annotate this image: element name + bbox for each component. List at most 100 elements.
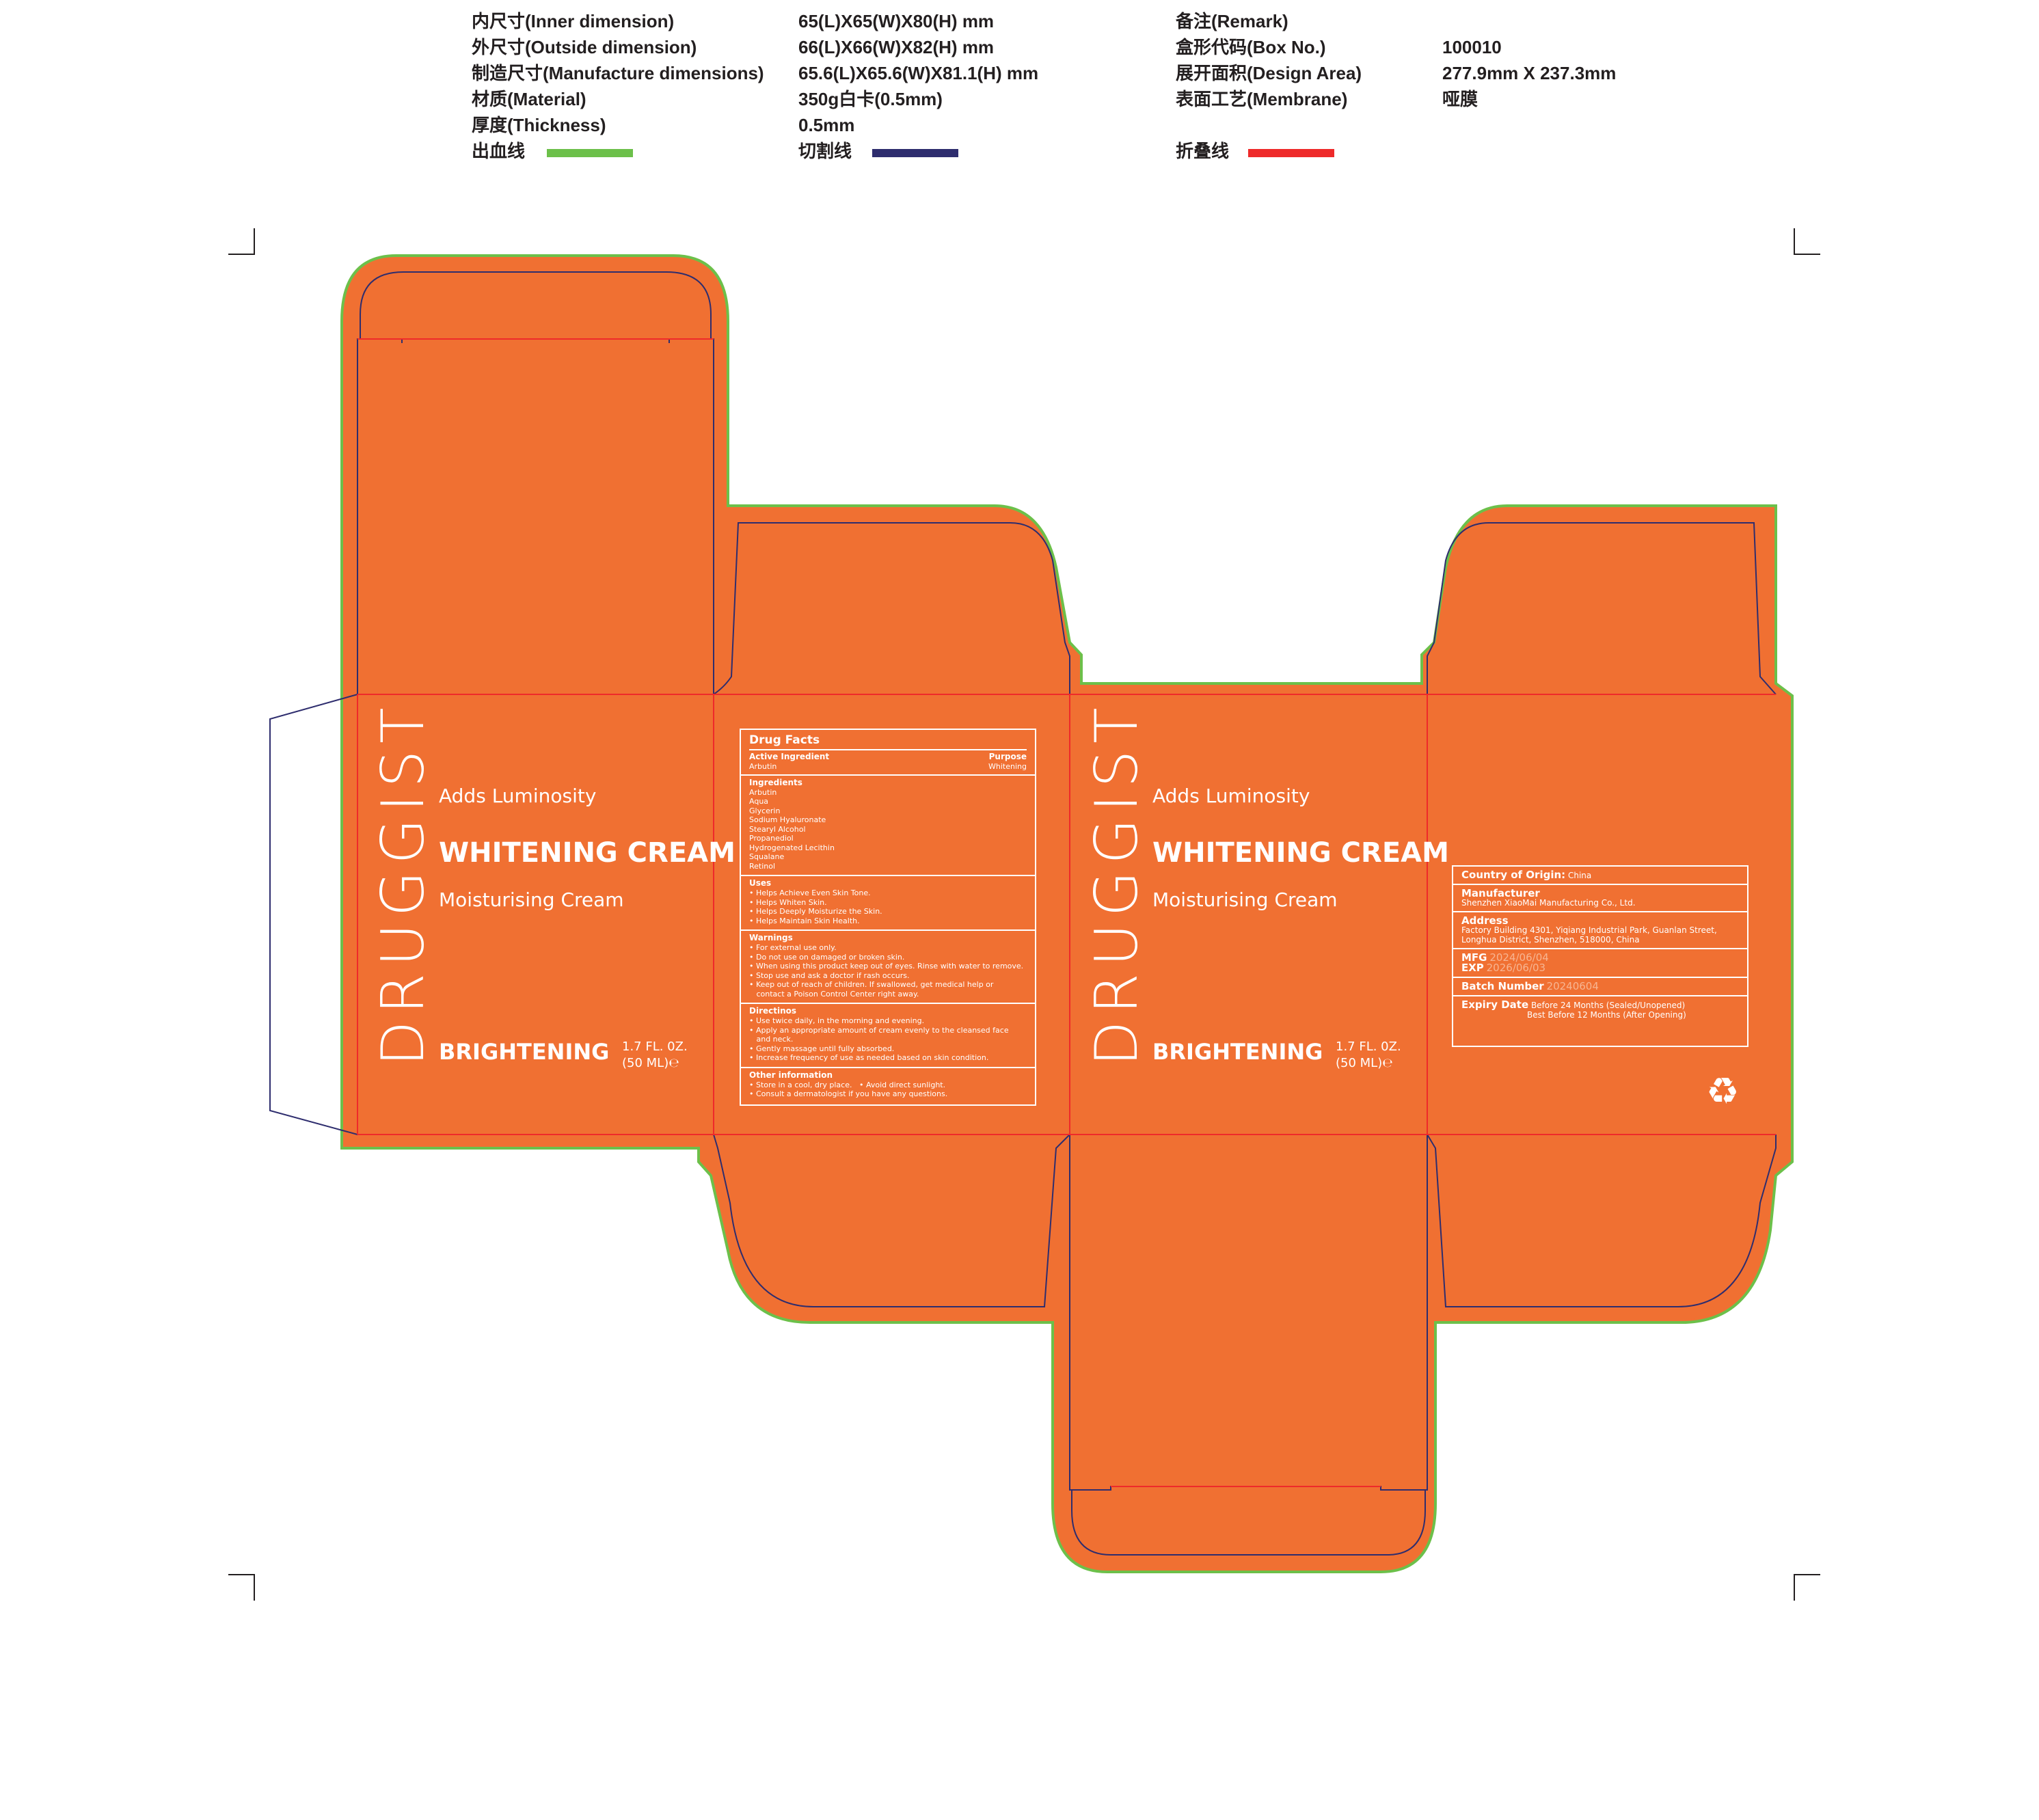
ingredient-item: Hydrogenated Lecithin xyxy=(749,843,835,852)
cut-lines xyxy=(269,271,1777,1556)
spec-label: 材质(Material) xyxy=(472,89,586,109)
ingredient-item: Arbutin xyxy=(749,787,777,797)
mfg-label: MFG xyxy=(1461,951,1487,964)
volume: 1.7 FL. 0Z. (50 ML)℮ xyxy=(1336,1039,1401,1072)
warning-item: • For external use only. xyxy=(749,943,837,952)
batch-value: 20240604 xyxy=(1546,980,1599,992)
volume-line-1: 1.7 FL. 0Z. xyxy=(622,1040,688,1054)
volume: 1.7 FL. 0Z. (50 ML)℮ xyxy=(622,1039,688,1072)
product-title: WHITENING CREAM xyxy=(439,837,735,869)
mfg-value: 2024/06/04 xyxy=(1489,951,1549,964)
manufacturer-section: Manufacturer Shenzhen XiaoMai Manufactur… xyxy=(1453,884,1747,911)
ingredients-label: Ingredients xyxy=(749,777,802,787)
address-line-2: Longhua District, Shenzhen, 518000, Chin… xyxy=(1461,935,1640,945)
exp-value: 2026/06/03 xyxy=(1486,962,1546,974)
ingredient-item: Stearyl Alcohol xyxy=(749,824,806,834)
brand-logo: DRUGGIST xyxy=(1083,701,1151,1066)
spec-header: 内尺寸(Inner dimension) 65(L)X65(W)X80(H) m… xyxy=(0,0,2039,178)
spec-value: 65.6(L)X65.6(W)X81.1(H) mm xyxy=(798,63,1039,83)
crop-marks xyxy=(228,228,1820,1601)
other-label: Other information xyxy=(749,1070,833,1080)
directions-label: Directinos xyxy=(749,1006,797,1016)
expiry-label: Expiry Date xyxy=(1461,999,1529,1011)
origin-section: Country of Origin: China xyxy=(1453,867,1747,884)
direction-item: and neck. xyxy=(749,1035,794,1044)
active-label: Active Ingredient xyxy=(749,752,830,761)
warnings-label: Warnings xyxy=(749,933,793,942)
spec-label: 厚度(Thickness) xyxy=(472,115,606,135)
direction-item: • Use twice daily, in the morning and ev… xyxy=(749,1016,925,1025)
legend-bleed-swatch xyxy=(547,149,633,157)
spec-label: 制造尺寸(Manufacture dimensions) xyxy=(472,63,764,83)
active-value: Arbutin xyxy=(749,762,777,771)
bleed-area xyxy=(340,254,1794,1573)
warning-item: • Stop use and ask a doctor if rash occu… xyxy=(749,970,910,980)
spec-label: 展开面积(Design Area) xyxy=(1176,63,1362,83)
purpose-label: Purpose xyxy=(988,752,1027,761)
ingredient-item: Glycerin xyxy=(749,806,781,815)
origin-value: China xyxy=(1567,871,1592,880)
warning-item: • Do not use on damaged or broken skin. xyxy=(749,952,905,962)
product-title: WHITENING CREAM xyxy=(1152,837,1449,869)
claim: BRIGHTENING xyxy=(1152,1039,1323,1065)
spec-label: 表面工艺(Membrane) xyxy=(1176,89,1348,109)
spec-label: 备注(Remark) xyxy=(1176,11,1288,31)
exp-label: EXP xyxy=(1461,962,1484,974)
warning-item: contact a Poison Control Center right aw… xyxy=(749,989,919,999)
claim: BRIGHTENING xyxy=(439,1039,610,1065)
manufacturer-label: Manufacturer xyxy=(1461,887,1540,899)
direction-item: • Increase frequency of use as needed ba… xyxy=(749,1053,989,1062)
directions-section: Directinos • Use twice daily, in the mor… xyxy=(741,1003,1035,1067)
warning-item: • Keep out of reach of children. If swal… xyxy=(749,980,994,989)
volume-line-2: (50 ML)℮ xyxy=(1336,1056,1393,1070)
volume-line-2: (50 ML)℮ xyxy=(622,1056,679,1070)
use-item: • Helps Whiten Skin. xyxy=(749,897,827,907)
use-item: • Helps Maintain Skin Health. xyxy=(749,916,860,925)
other-item: • Store in a cool, dry place. • Avoid di… xyxy=(749,1080,946,1089)
legend-cut-swatch xyxy=(872,149,958,157)
volume-line-1: 1.7 FL. 0Z. xyxy=(1336,1040,1401,1054)
brand-logo: DRUGGIST xyxy=(369,701,437,1066)
warnings-section: Warnings • For external use only. • Do n… xyxy=(741,929,1035,1003)
legend-fold-swatch xyxy=(1248,149,1334,157)
ingredient-item: Propanediol xyxy=(749,834,794,843)
purpose-value: Whitening xyxy=(988,762,1027,771)
expiry-section: Expiry Date Before 24 Months (Sealed/Uno… xyxy=(1453,995,1747,1023)
spec-label: 盒形代码(Box No.) xyxy=(1176,37,1326,57)
spec-value: 277.9mm X 237.3mm xyxy=(1442,63,1617,83)
legend-fold-label: 折叠线 xyxy=(1176,141,1230,161)
address-label: Address xyxy=(1461,914,1509,927)
spec-value: 350g白卡(0.5mm) xyxy=(798,89,943,109)
spec-value: 66(L)X66(W)X82(H) mm xyxy=(798,37,995,57)
tagline: Adds Luminosity xyxy=(1152,785,1310,807)
ingredient-item: Sodium Hyaluronate xyxy=(749,815,826,824)
direction-item: • Gently massage until fully absorbed. xyxy=(749,1044,895,1053)
legend-bleed-label: 出血线 xyxy=(472,141,526,161)
ingredients-section: Ingredients Arbutin Aqua Glycerin Sodium… xyxy=(741,774,1035,875)
product-subtitle: Moisturising Cream xyxy=(439,888,624,911)
recycle-icon: ♻ xyxy=(1706,1070,1740,1113)
ingredient-item: Retinol xyxy=(749,861,776,871)
active-ingredient-section: Active Ingredient Purpose Arbutin Whitenin… xyxy=(749,749,1027,774)
spec-value: 100010 xyxy=(1442,37,1502,57)
use-item: • Helps Achieve Even Skin Tone. xyxy=(749,888,871,897)
use-item: • Helps Deeply Moisturize the Skin. xyxy=(749,907,882,916)
batch-label: Batch Number xyxy=(1461,980,1544,992)
spec-value: 0.5mm xyxy=(798,115,855,135)
legend-cut-label: 切割线 xyxy=(798,141,852,161)
spec-value: 哑膜 xyxy=(1442,89,1478,109)
expiry-line-1: Before 24 Months (Sealed/Unopened) xyxy=(1530,1001,1686,1010)
other-info-section: Other information • Store in a cool, dry… xyxy=(741,1066,1035,1103)
batch-section: Batch Number 20240604 xyxy=(1453,977,1747,995)
ingredient-item: Aqua xyxy=(749,797,769,806)
other-item: • Consult a dermatologist if you have an… xyxy=(749,1089,948,1098)
product-info-box: Country of Origin: China Manufacturer Sh… xyxy=(1452,865,1748,1047)
direction-item: • Apply an appropriate amount of cream e… xyxy=(749,1025,1009,1035)
manufacturer-value: Shenzhen XiaoMai Manufacturing Co., Ltd. xyxy=(1461,898,1636,908)
product-subtitle: Moisturising Cream xyxy=(1152,888,1338,911)
ingredient-item: Squalane xyxy=(749,852,785,861)
warning-item: • When using this product keep out of ey… xyxy=(749,962,1024,970)
uses-section: Uses • Helps Achieve Even Skin Tone. • H… xyxy=(741,875,1035,929)
